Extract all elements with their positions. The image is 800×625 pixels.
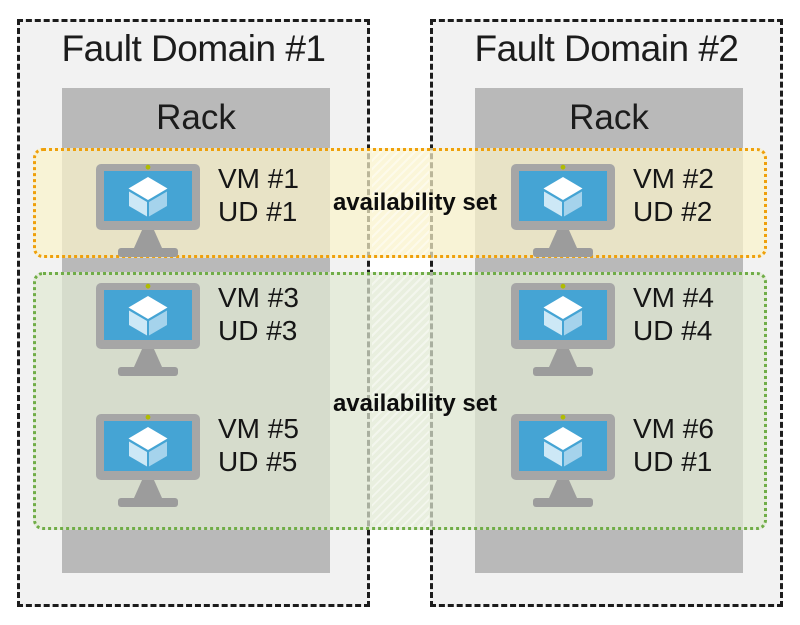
- ud-name: UD #3: [218, 315, 298, 346]
- vm-icon: [96, 164, 200, 257]
- vm-2-label: VM #2 UD #2: [633, 162, 714, 228]
- availability-set-1-label: availability set: [332, 189, 498, 216]
- vm-name: VM #4: [633, 282, 714, 313]
- availability-set-1-gap-hatch: [372, 151, 429, 255]
- rack-2-title: Rack: [569, 98, 649, 137]
- vm-unit-4: VM #4 UD #4: [511, 282, 714, 376]
- vm-5-label: VM #5 UD #5: [218, 412, 299, 478]
- ud-name: UD #1: [218, 196, 298, 227]
- webcam-dot: [560, 283, 566, 289]
- ud-name: UD #2: [633, 196, 713, 227]
- vm-icon: [96, 414, 200, 507]
- ud-name: UD #1: [633, 446, 713, 477]
- rack-1-title: Rack: [156, 98, 236, 137]
- vm-unit-6: VM #6 UD #1: [511, 413, 714, 507]
- fault-domain-2-title: Fault Domain #2: [474, 28, 739, 69]
- vm-name: VM #5: [218, 413, 299, 444]
- vm-name: VM #6: [633, 413, 714, 444]
- ud-name: UD #4: [633, 315, 713, 346]
- fault-domain-1-title: Fault Domain #1: [61, 28, 326, 69]
- vm-icon: [511, 164, 615, 257]
- ud-name: UD #5: [218, 446, 298, 477]
- vm-icon: [96, 283, 200, 376]
- vm-1-label: VM #1 UD #1: [218, 162, 299, 228]
- vm-3-label: VM #3 UD #3: [218, 281, 299, 347]
- webcam-dot: [560, 414, 566, 420]
- vm-unit-2: VM #2 UD #2: [511, 163, 714, 257]
- vm-6-label: VM #6 UD #1: [633, 412, 714, 478]
- availability-set-2-label: availability set: [332, 390, 498, 417]
- vm-unit-5: VM #5 UD #5: [96, 413, 299, 507]
- vm-icon: [511, 283, 615, 376]
- webcam-dot: [560, 164, 566, 170]
- availability-set-2-gap-hatch: [372, 275, 429, 527]
- vm-name: VM #1: [218, 163, 299, 194]
- webcam-dot: [145, 283, 151, 289]
- webcam-dot: [145, 164, 151, 170]
- vm-name: VM #3: [218, 282, 299, 313]
- vm-unit-3: VM #3 UD #3: [96, 282, 299, 376]
- vm-name: VM #2: [633, 163, 714, 194]
- vm-4-label: VM #4 UD #4: [633, 281, 714, 347]
- webcam-dot: [145, 414, 151, 420]
- vm-icon: [511, 414, 615, 507]
- vm-unit-1: VM #1 UD #1: [96, 163, 299, 257]
